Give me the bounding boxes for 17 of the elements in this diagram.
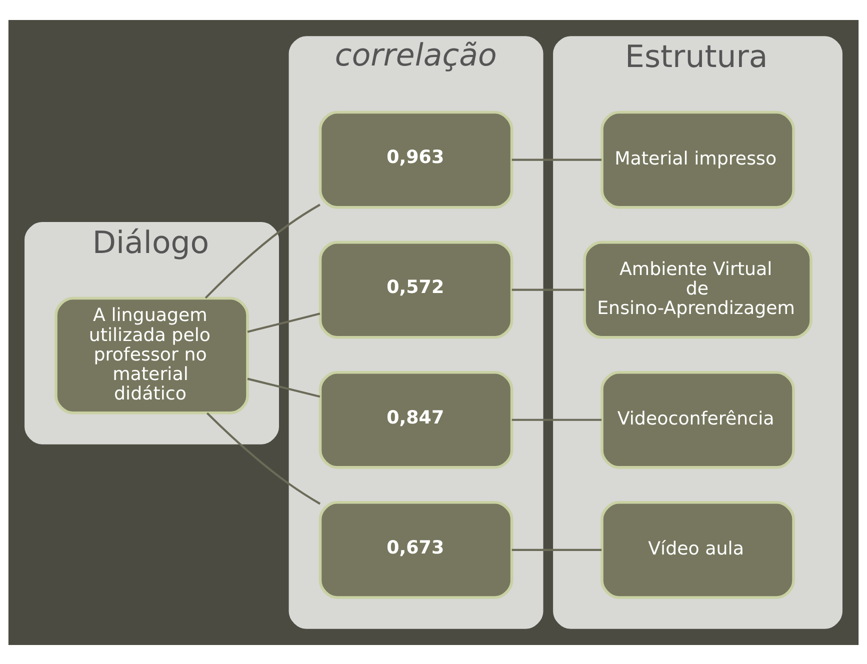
node-box: 0,963 xyxy=(318,110,514,208)
node-box: Vídeo aula xyxy=(600,500,795,598)
node-box: 0,847 xyxy=(318,370,514,468)
connector xyxy=(206,412,321,504)
connector xyxy=(512,548,602,550)
connector xyxy=(512,418,602,420)
connector xyxy=(247,377,320,398)
node-box: Material impresso xyxy=(600,110,795,208)
node-box: Ambiente Virtual de Ensino-Aprendizagem xyxy=(583,240,812,338)
connector xyxy=(512,288,584,290)
connector xyxy=(247,312,320,332)
connector xyxy=(204,203,320,298)
connector xyxy=(512,158,602,160)
node-box: 0,673 xyxy=(318,500,514,598)
node-box: 0,572 xyxy=(318,240,514,338)
node-box: A linguagem utilizada pelo professor no material didático xyxy=(54,296,249,414)
node-box: Videoconferência xyxy=(600,370,795,468)
